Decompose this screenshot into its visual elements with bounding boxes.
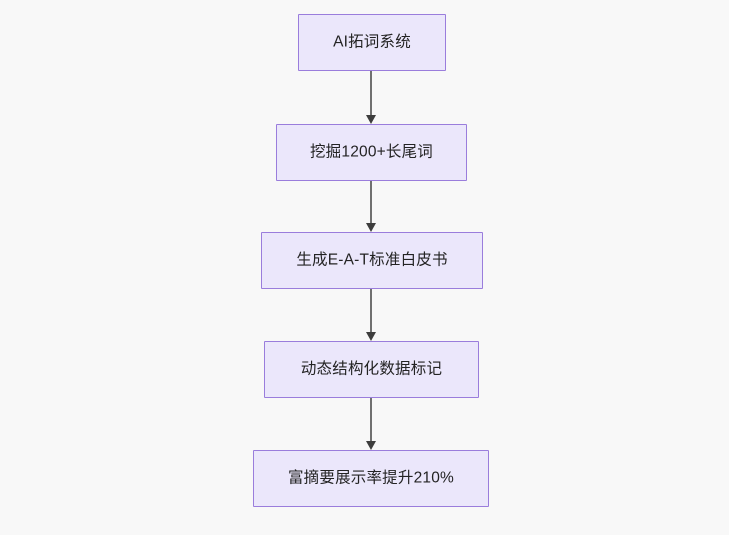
- flow-connector: [363, 289, 379, 341]
- flow-connector: [363, 71, 379, 124]
- flow-node[interactable]: 挖掘1200+长尾词: [276, 124, 467, 181]
- flow-node-label: 动态结构化数据标记: [300, 360, 443, 378]
- flow-node[interactable]: 富摘要展示率提升210%: [253, 450, 489, 507]
- flow-node[interactable]: AI拓词系统: [298, 14, 446, 71]
- flow-connector: [363, 398, 379, 450]
- flow-node-label: 富摘要展示率提升210%: [287, 469, 455, 487]
- flow-node[interactable]: 动态结构化数据标记: [264, 341, 479, 398]
- flow-node-label: AI拓词系统: [333, 33, 411, 51]
- flow-node-label: 生成E-A-T标准白皮书: [296, 251, 448, 269]
- flow-node[interactable]: 生成E-A-T标准白皮书: [261, 232, 483, 289]
- flow-connector: [363, 181, 379, 232]
- flow-node-label: 挖掘1200+长尾词: [309, 143, 434, 161]
